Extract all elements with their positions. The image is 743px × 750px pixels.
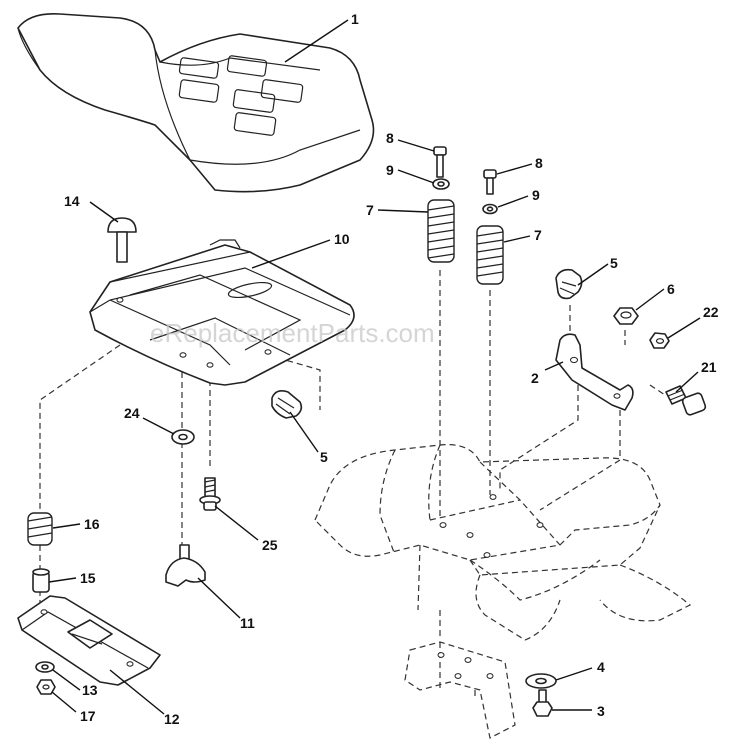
bushing: [32, 568, 50, 593]
callout-12: 12: [164, 711, 180, 727]
callout-15: 15: [80, 570, 96, 586]
callout-8-right: 8: [535, 155, 543, 171]
callout-24: 24: [124, 405, 140, 421]
flat-washer-4: [525, 673, 557, 689]
callout-2: 2: [531, 370, 539, 386]
hex-nut-17: [36, 679, 56, 695]
callout-3: 3: [597, 703, 605, 719]
callout-1: 1: [351, 11, 359, 27]
washer-left: [432, 178, 450, 190]
seat-plate: [89, 239, 355, 386]
spring-right: [476, 225, 504, 285]
callout-labels: 1 2 3 4 5 5 6 7 7 8 8 9 9 10 11 12 13 14…: [64, 11, 719, 727]
callout-13: 13: [82, 682, 98, 698]
callout-25: 25: [262, 537, 278, 553]
bolt-left: [433, 146, 447, 178]
frame-holes: [437, 494, 544, 679]
callout-6: 6: [667, 281, 675, 297]
washer-right: [482, 203, 498, 215]
frame-outline: [314, 444, 692, 739]
lock-washer-13: [35, 661, 55, 673]
callout-5-upper: 5: [610, 255, 618, 271]
callout-14: 14: [64, 193, 80, 209]
callout-10: 10: [334, 231, 350, 247]
carriage-bolt: [107, 217, 137, 263]
callout-5-lower: 5: [320, 449, 328, 465]
leader-lines: [48, 19, 701, 715]
clip-lower: [271, 390, 303, 419]
callout-21: 21: [701, 359, 717, 375]
shoulder-screw-25: [199, 477, 221, 511]
callout-11: 11: [240, 615, 255, 631]
callout-9-right: 9: [532, 187, 540, 203]
bracket: [555, 333, 634, 411]
bolt-right: [483, 169, 497, 195]
alignment-lines: [39, 270, 666, 700]
spring-16: [27, 512, 53, 546]
callout-7-right: 7: [534, 227, 542, 243]
callout-4: 4: [597, 659, 605, 675]
callout-17: 17: [80, 708, 96, 724]
hex-nut-large: [613, 307, 639, 325]
callout-22: 22: [703, 304, 719, 320]
callout-8-left: 8: [386, 130, 394, 146]
adjustment-knob: [165, 544, 206, 587]
shoulder-bolt: [665, 385, 707, 416]
spring-left: [427, 199, 455, 263]
slide-plate: [17, 595, 161, 686]
seat: [17, 12, 375, 193]
hex-nut-small: [649, 332, 670, 349]
hex-bolt-3: [532, 689, 553, 717]
callout-7-left: 7: [366, 202, 374, 218]
flat-washer-24: [171, 429, 195, 445]
watermark: eReplacementParts.com: [150, 318, 435, 348]
clip-upper: [555, 268, 583, 300]
callout-9-left: 9: [386, 162, 394, 178]
callout-16: 16: [84, 516, 100, 532]
